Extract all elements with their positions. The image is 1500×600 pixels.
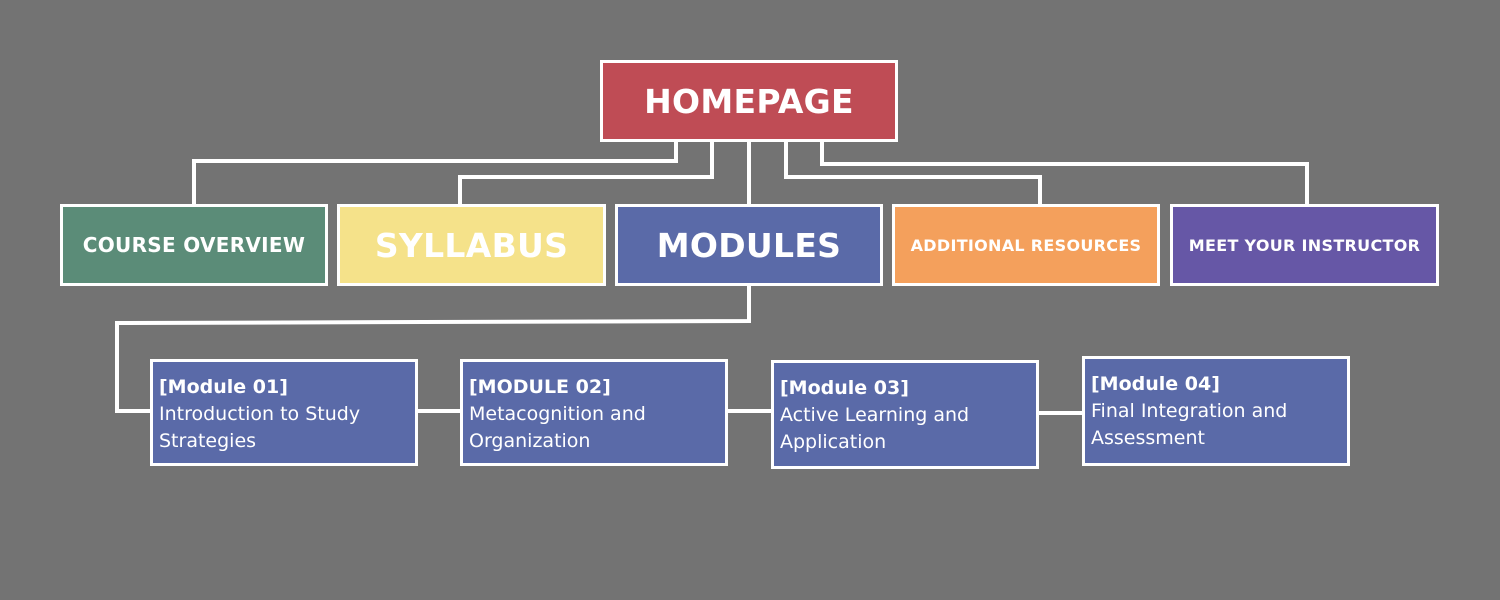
module-01-title: [Module 01]	[159, 376, 288, 398]
modules-box[interactable]: MODULES	[615, 204, 883, 286]
modules-label: MODULES	[656, 225, 842, 265]
homepage-box[interactable]: HOMEPAGE	[600, 60, 898, 142]
module-02-box[interactable]: [MODULE 02] Metacognition and Organizati…	[460, 359, 728, 466]
additional-resources-box[interactable]: ADDITIONAL RESOURCES	[892, 204, 1160, 286]
syllabus-label: SYLLABUS	[374, 225, 569, 265]
additional-resources-label: ADDITIONAL RESOURCES	[910, 235, 1142, 255]
syllabus-box[interactable]: SYLLABUS	[337, 204, 606, 286]
module-02-title: [MODULE 02]	[469, 376, 611, 398]
meet-instructor-label: MEET YOUR INSTRUCTOR	[1188, 235, 1421, 255]
connector-modules-chain	[115, 284, 751, 413]
connector-homepage-meet-instructor	[820, 140, 1309, 205]
module-04-box[interactable]: [Module 04] Final Integration and Assess…	[1082, 356, 1350, 466]
meet-instructor-box[interactable]: MEET YOUR INSTRUCTOR	[1170, 204, 1439, 286]
module-03-title: [Module 03]	[780, 377, 909, 399]
module-04-title: [Module 04]	[1091, 373, 1220, 395]
module-03-description: Active Learning and Application	[780, 404, 970, 453]
module-04-description: Final Integration and Assessment	[1091, 400, 1288, 449]
module-01-description: Introduction to Study Strategies	[159, 403, 361, 452]
homepage-label: HOMEPAGE	[644, 81, 854, 121]
connector-homepage-syllabus	[458, 140, 714, 205]
module-02-description: Metacognition and Organization	[469, 403, 646, 452]
connector-homepage-additional-resources	[784, 140, 1042, 205]
module-03-box[interactable]: [Module 03] Active Learning and Applicat…	[771, 360, 1039, 469]
module-01-box[interactable]: [Module 01] Introduction to Study Strate…	[150, 359, 418, 466]
course-overview-box[interactable]: COURSE OVERVIEW	[60, 204, 328, 286]
course-overview-label: COURSE OVERVIEW	[82, 233, 306, 257]
connector-homepage-course-overview	[192, 140, 678, 205]
